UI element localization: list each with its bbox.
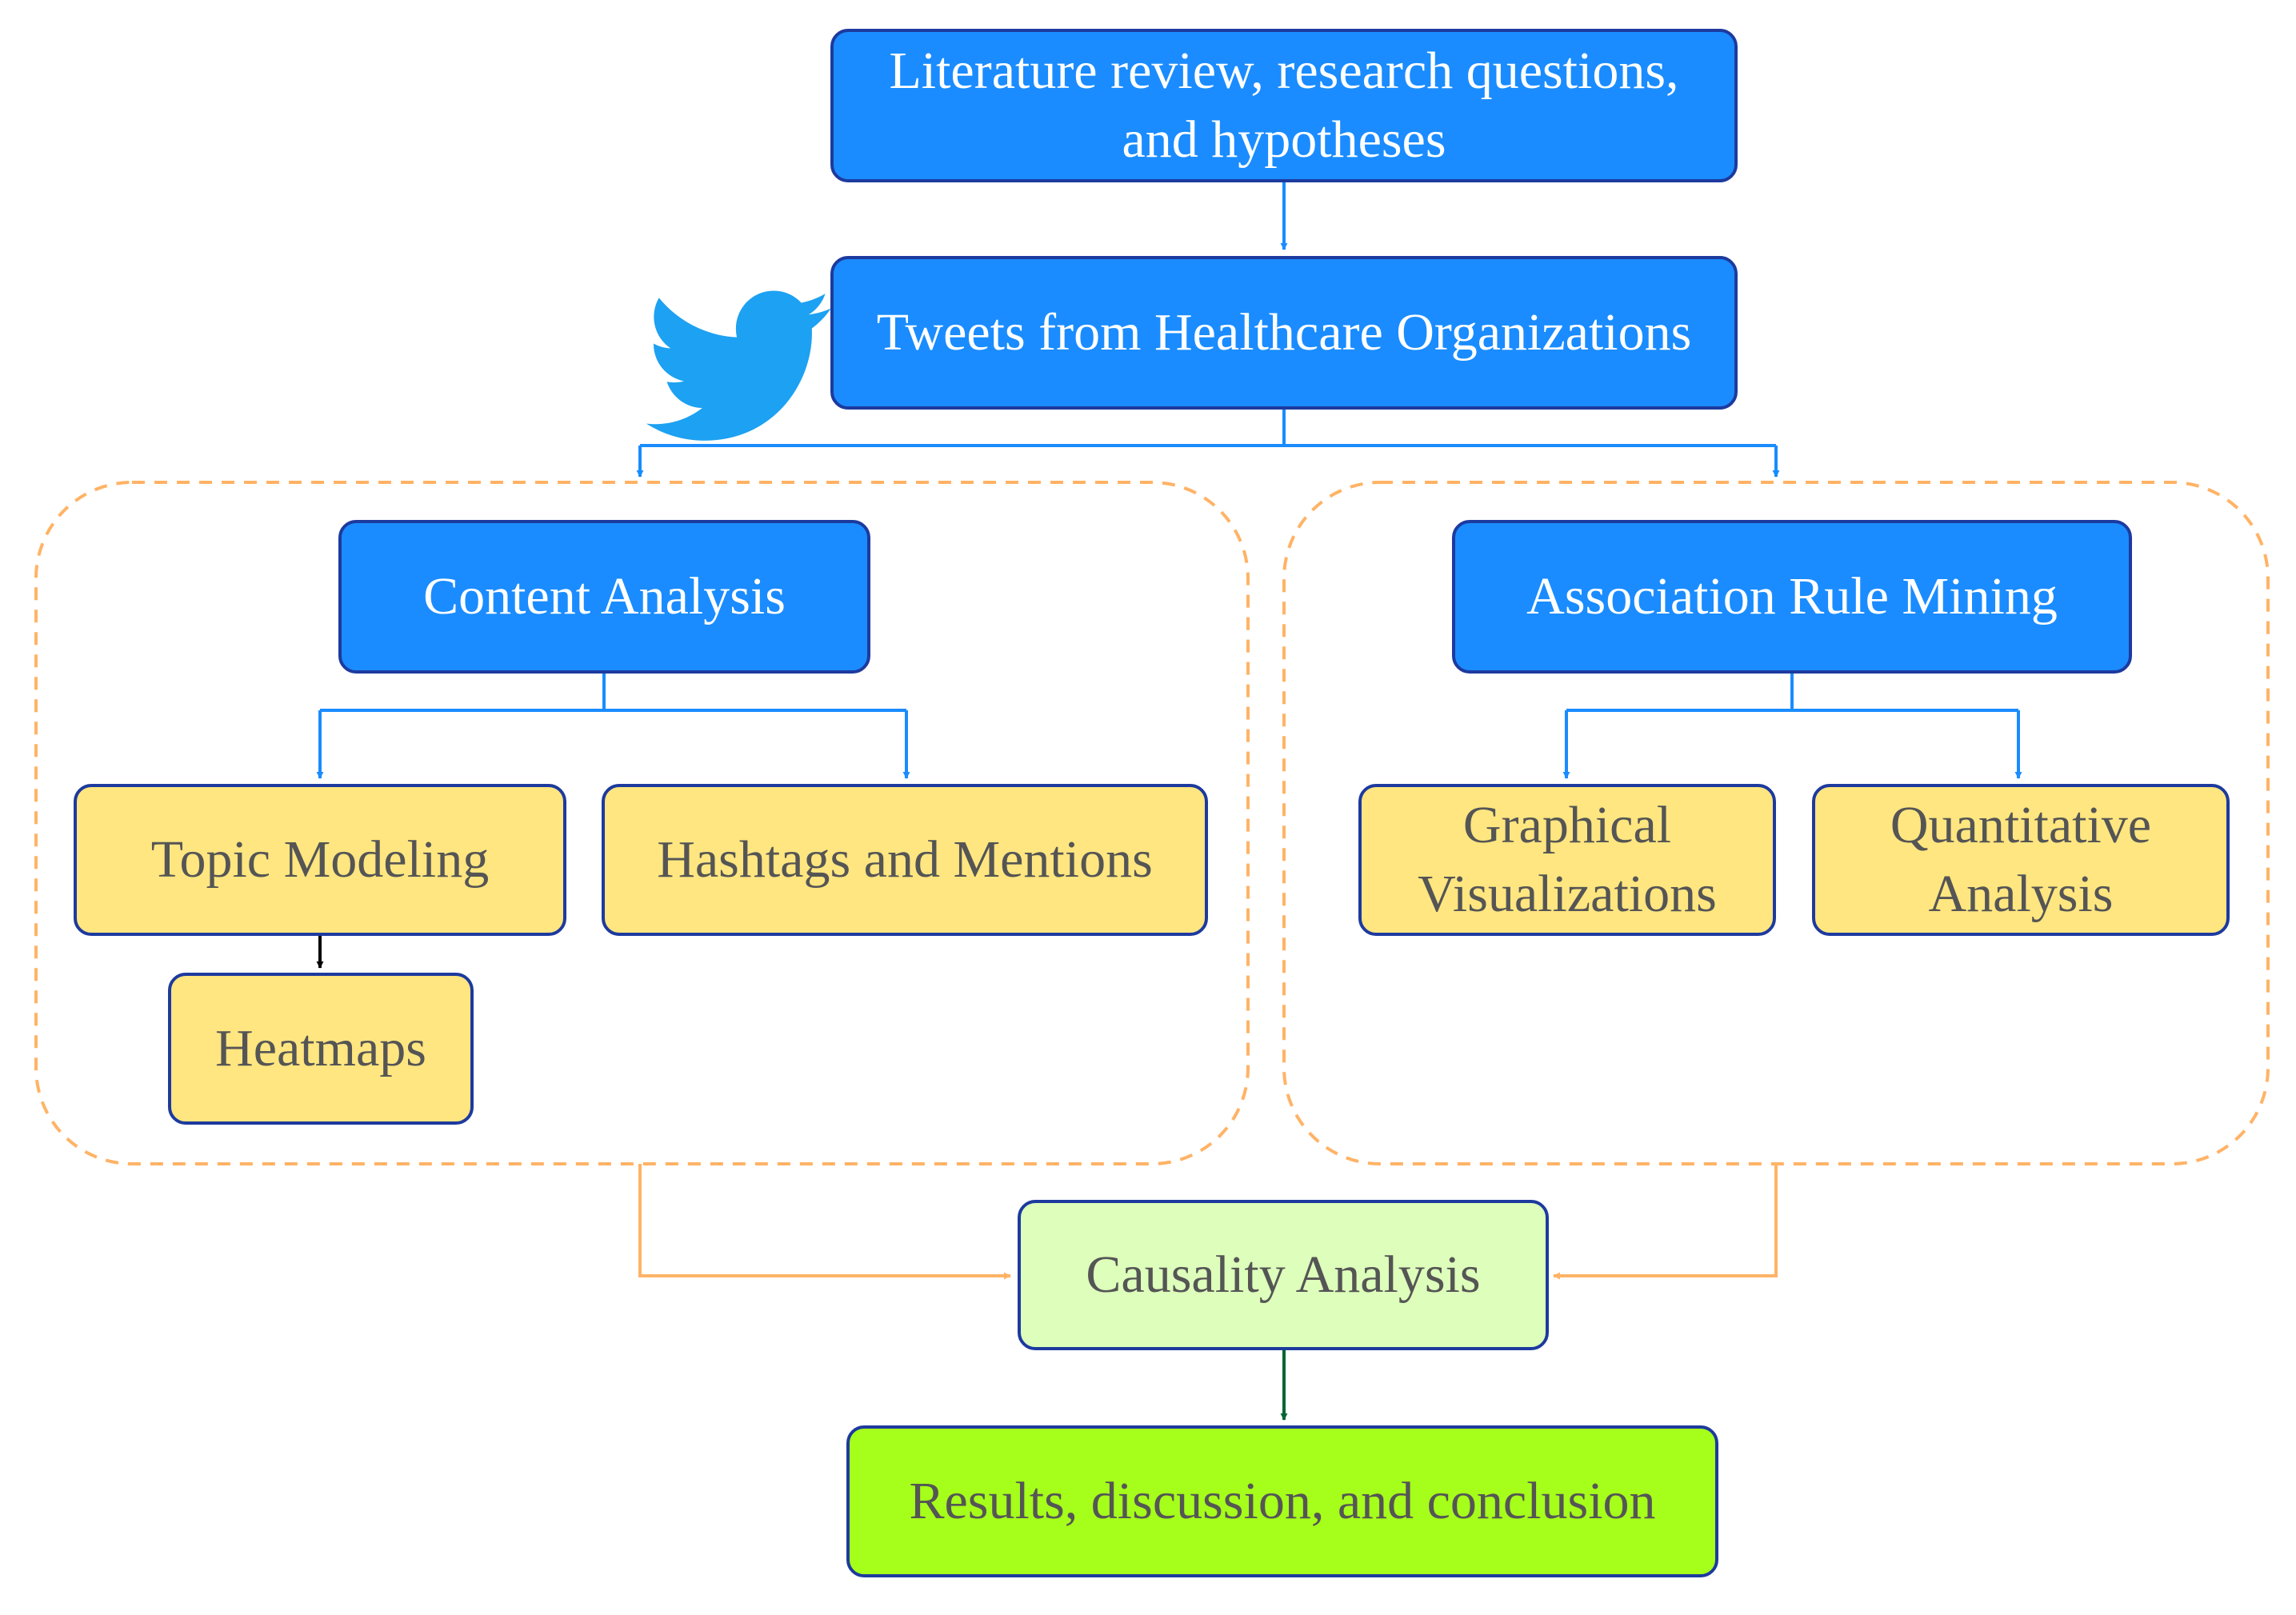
- content-analysis-label: Content Analysis: [423, 567, 786, 626]
- content-analysis-group: [34, 481, 1250, 1165]
- content-analysis-box: Content Analysis: [338, 520, 870, 674]
- topic-modeling-label: Topic Modeling: [150, 830, 490, 889]
- literature-review-box: Literature review, research questions, a…: [830, 29, 1738, 182]
- results-label: Results, discussion, and conclusion: [909, 1472, 1656, 1531]
- arrow-content-group-to-causality: [638, 1164, 1011, 1280]
- hashtags-mentions-label: Hashtags and Mentions: [657, 830, 1153, 889]
- twitter-bird-icon: [646, 290, 831, 441]
- association-rule-mining-box: Association Rule Mining: [1452, 520, 2132, 674]
- literature-review-line1: Literature review, research questions,: [889, 42, 1679, 101]
- heatmaps-box: Heatmaps: [168, 973, 474, 1125]
- tweets-label: Tweets from Healthcare Organizations: [876, 303, 1692, 362]
- quantitative-analysis-line2: Analysis: [1928, 865, 2114, 923]
- literature-review-line2: and hypotheses: [1122, 110, 1446, 169]
- heatmaps-label: Heatmaps: [215, 1019, 426, 1078]
- topic-modeling-box: Topic Modeling: [74, 784, 566, 936]
- connector-tweets-split: [640, 410, 1776, 447]
- quantitative-analysis-box: Quantitative Analysis: [1812, 784, 2230, 936]
- graphical-visualizations-line1: Graphical: [1462, 796, 1672, 855]
- causality-analysis-label: Causality Analysis: [1086, 1245, 1481, 1305]
- graphical-visualizations-box: Graphical Visualizations: [1358, 784, 1776, 936]
- causality-analysis-box: Causality Analysis: [1018, 1200, 1549, 1350]
- tweets-box: Tweets from Healthcare Organizations: [830, 256, 1738, 410]
- hashtags-mentions-box: Hashtags and Mentions: [602, 784, 1208, 936]
- results-box: Results, discussion, and conclusion: [846, 1425, 1718, 1577]
- connector-mining-split: [1566, 674, 2018, 712]
- graphical-visualizations-line2: Visualizations: [1418, 865, 1717, 923]
- connector-content-split: [320, 674, 906, 712]
- association-rule-mining-label: Association Rule Mining: [1526, 567, 2058, 626]
- quantitative-analysis-line1: Quantitative: [1890, 796, 2152, 855]
- arrow-mining-group-to-causality: [1553, 1164, 1778, 1280]
